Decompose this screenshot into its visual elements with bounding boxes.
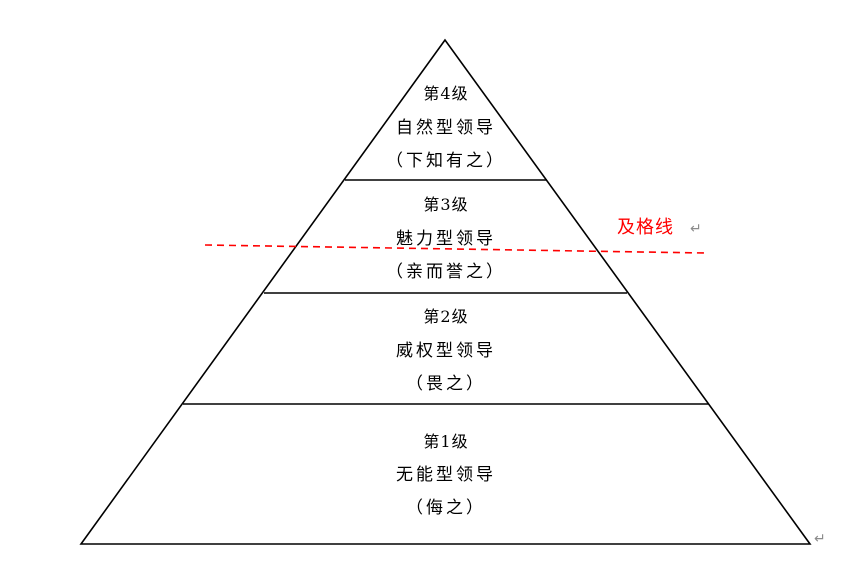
paragraph-mark-icon: ↵ [690,221,702,237]
tier-3-level: 第3级 [423,195,468,214]
pyramid-outline [79,38,812,545]
tier-2-note: （畏之） [406,374,486,394]
tier-3: 第3级 魅力型领导 （亲而誉之） [386,195,506,282]
tier-1-note: （侮之） [406,498,486,518]
tier-2: 第2级 威权型领导 （畏之） [396,307,496,394]
tier-4-note: （下知有之） [386,151,506,171]
tier-3-name: 魅力型领导 [396,229,496,249]
tier-1-name: 无能型领导 [396,465,496,485]
tier-2-name: 威权型领导 [396,341,496,361]
tier-2-level: 第2级 [423,307,468,326]
pass-line-label: 及格线 [617,217,674,238]
tier-4-level: 第4级 [423,84,468,103]
tier-1-level: 第1级 [423,432,468,451]
tier-4-name: 自然型领导 [396,118,496,138]
tier-4: 第4级 自然型领导 （下知有之） [386,84,506,171]
tier-3-note: （亲而誉之） [386,262,506,282]
paragraph-mark-icon: ↵ [814,531,826,547]
tier-1: 第1级 无能型领导 （侮之） [396,432,496,518]
